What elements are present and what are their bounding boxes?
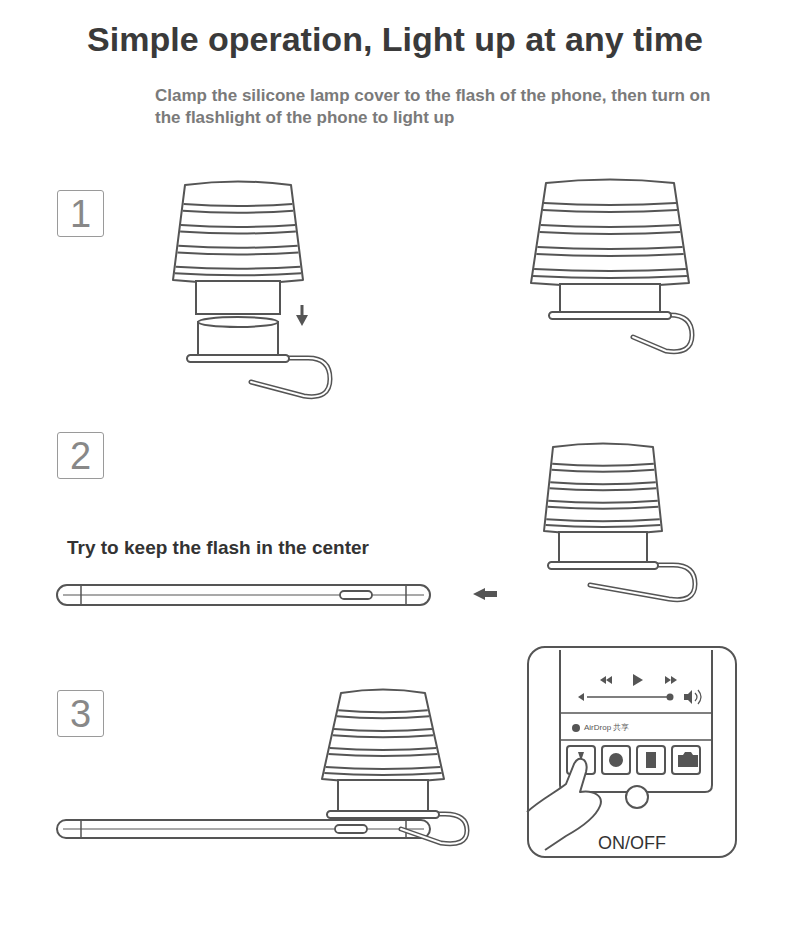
lamp-cover (544, 444, 695, 600)
lamp-cover (322, 690, 467, 844)
phone-panel: ON/OFF (527, 646, 737, 858)
step-number: 2 (70, 437, 91, 475)
lamp-cover (173, 182, 330, 397)
note: Try to keep the flash in the center (67, 536, 467, 560)
step-number: 1 (70, 195, 91, 233)
switch-label: ON/OFF (598, 834, 666, 852)
phone-screen (527, 650, 712, 850)
phone-side (57, 585, 430, 605)
arrow (473, 588, 497, 600)
hand (527, 759, 601, 850)
step-number-box: 1 (57, 190, 104, 237)
step-number: 3 (70, 695, 91, 733)
lamp-cover (531, 180, 692, 352)
arrow (296, 315, 308, 326)
phone-side (57, 820, 430, 838)
step-number-box: 3 (57, 690, 104, 737)
subtitle: Clamp the silicone lamp cover to the fla… (155, 85, 715, 129)
title: Simple operation, Light up at any time (0, 20, 790, 59)
screen-label: AirDrop 共享 (584, 723, 694, 733)
arrow (301, 305, 304, 316)
step-number-box: 2 (57, 432, 104, 479)
